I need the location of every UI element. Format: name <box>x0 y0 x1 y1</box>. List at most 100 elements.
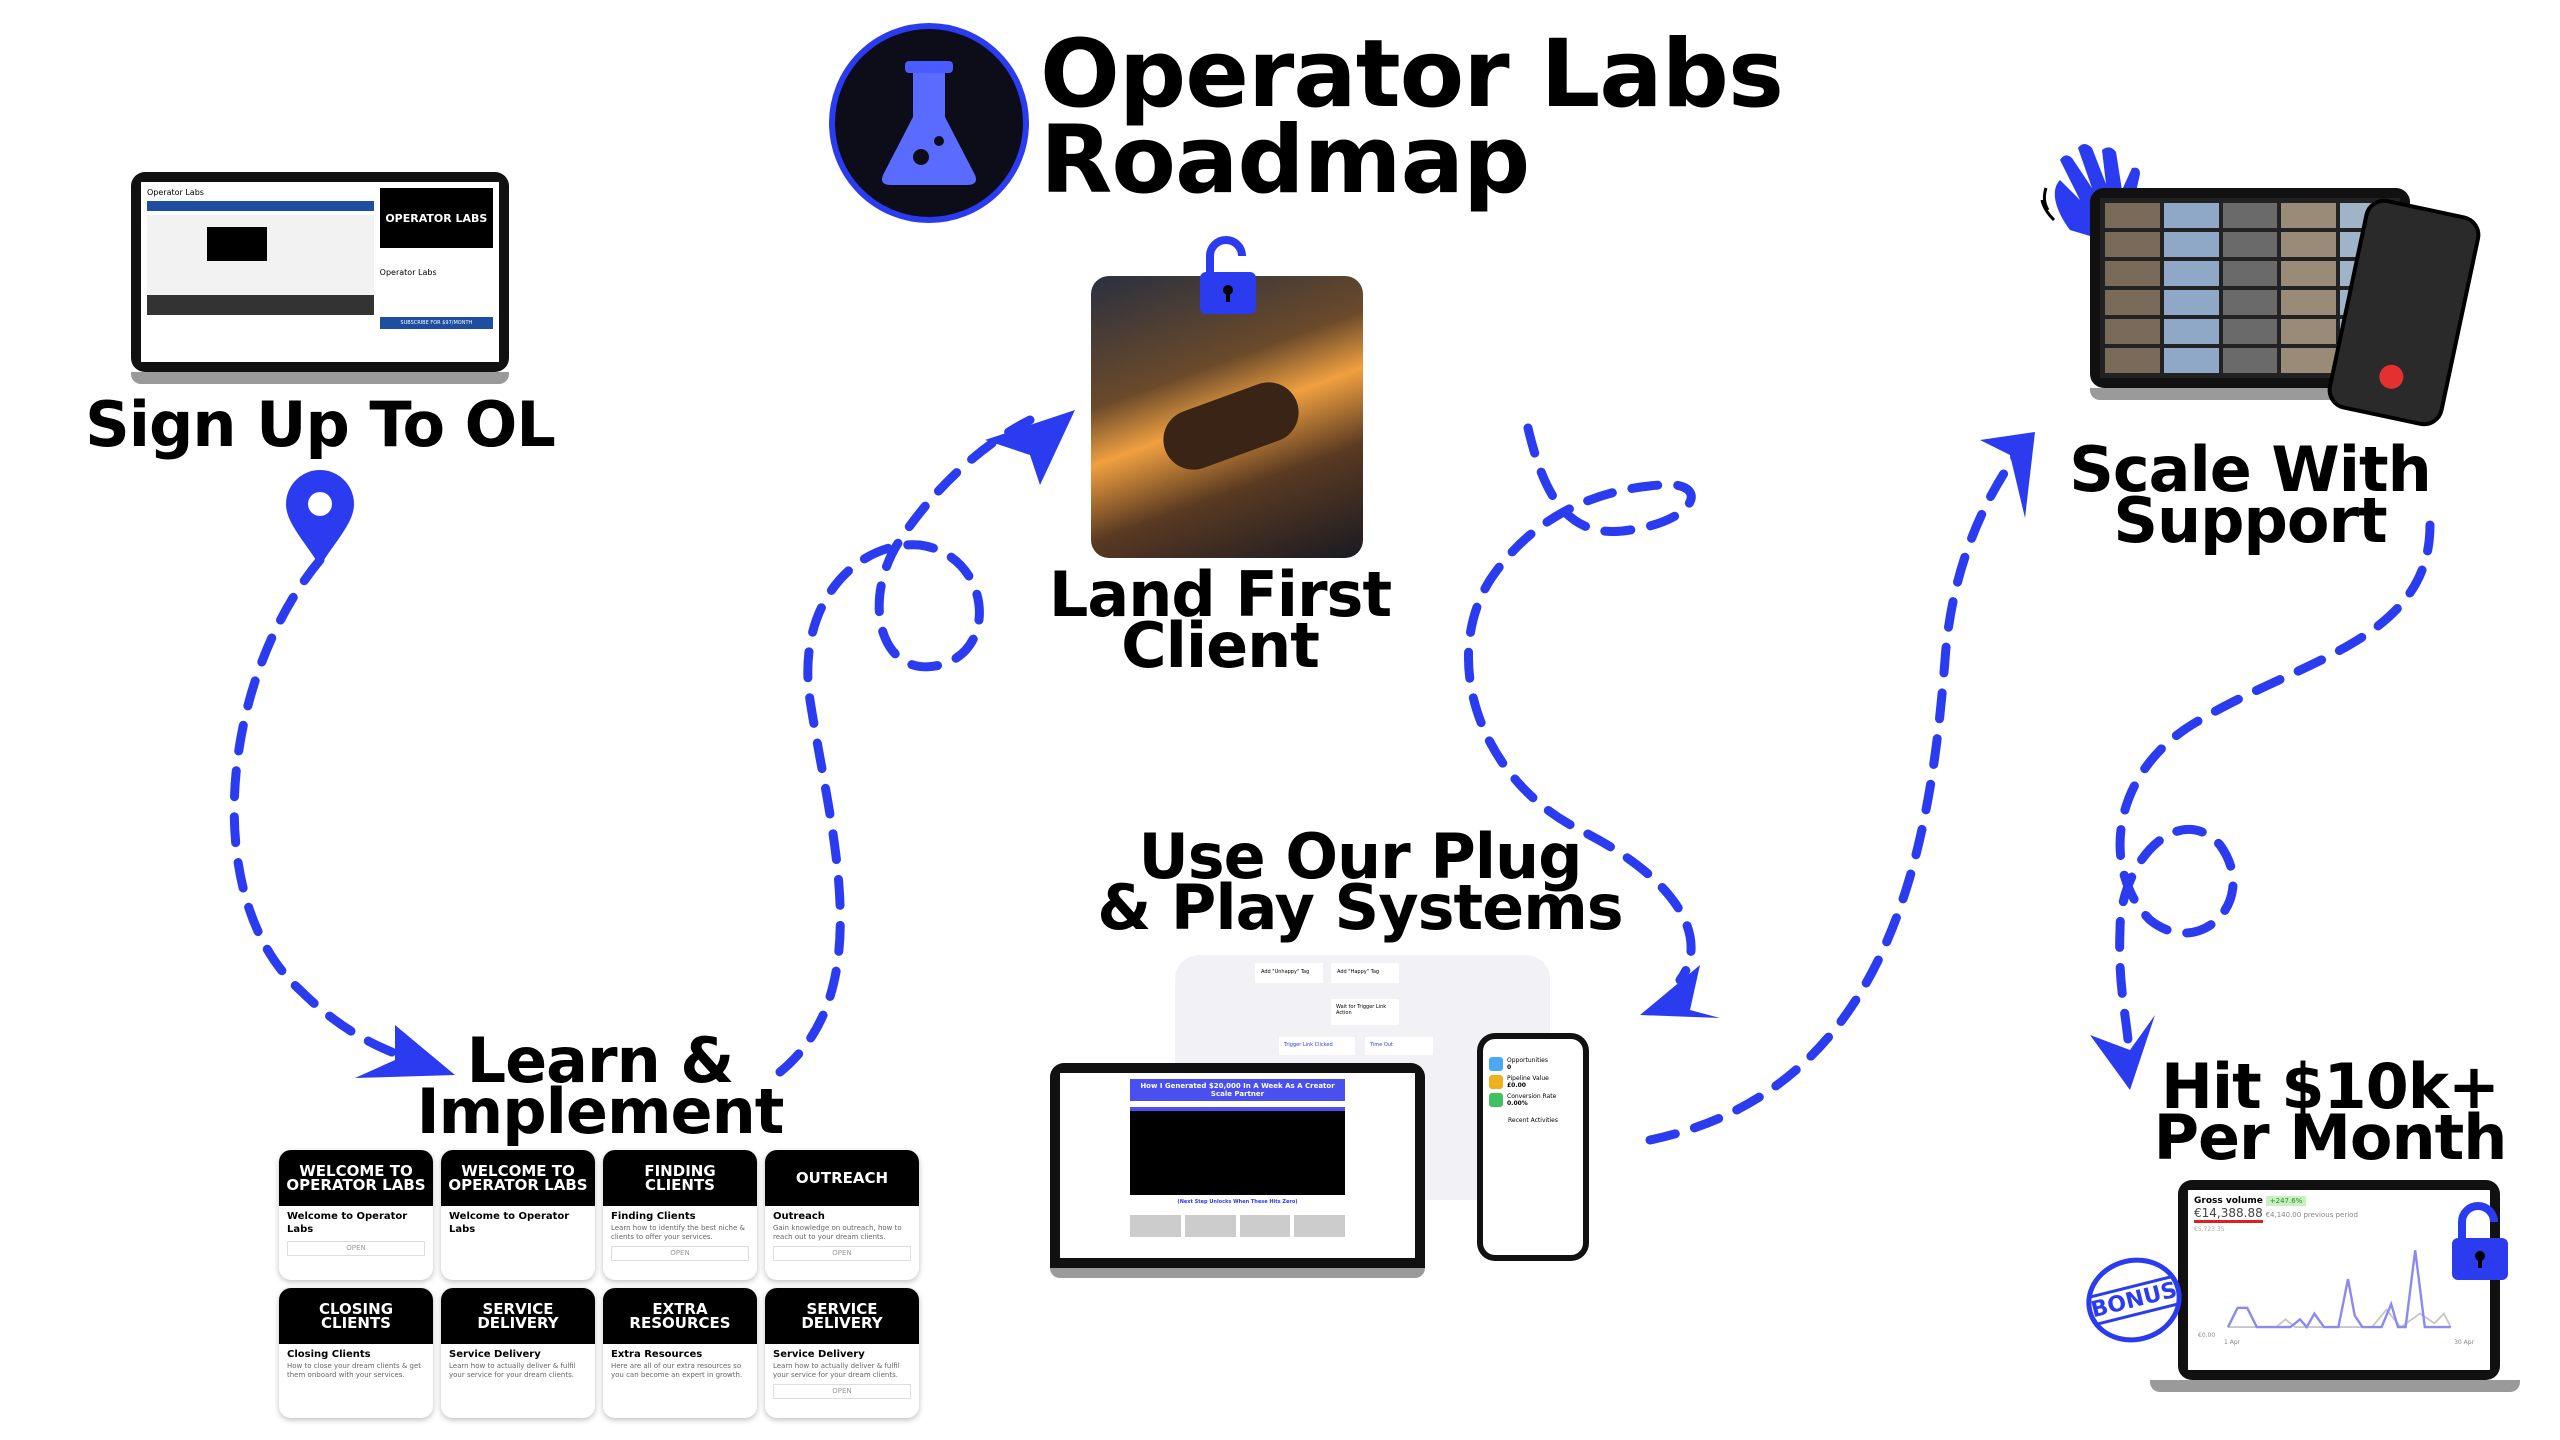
card-header: SERVICE DELIVERY <box>765 1288 919 1344</box>
arrowhead-learn <box>355 1025 455 1078</box>
participant-tile <box>2162 202 2220 229</box>
step-income-line-1: Hit $10k+ <box>2161 1050 2500 1123</box>
course-card[interactable]: WELCOME TO OPERATOR LABS Welcome to Opera… <box>441 1150 595 1280</box>
participant-tile <box>2104 347 2161 374</box>
x-end-label: 30 Apr <box>2454 1339 2474 1346</box>
step-income-label: Hit $10k+ Per Month <box>2090 1050 2560 1174</box>
participant-tile <box>2104 289 2161 316</box>
flask-icon <box>882 61 976 185</box>
path-signup-to-learn <box>229 555 425 1067</box>
step-income-line-2: Per Month <box>2153 1100 2508 1174</box>
card-header: WELCOME TO OPERATOR LABS <box>441 1150 595 1206</box>
laptop-base <box>1050 1268 1425 1278</box>
participant-tile <box>2104 260 2161 287</box>
card-title: Service Delivery <box>449 1349 541 1360</box>
card-desc: Learn how to actually deliver & fulfil y… <box>773 1362 900 1379</box>
stat-label: Pipeline Value <box>1507 1075 1549 1082</box>
laptop-base <box>131 372 509 384</box>
participant-tile <box>2280 318 2338 345</box>
brand-banner: OPERATOR LABS <box>379 188 493 248</box>
card-open-button[interactable]: OPEN <box>287 1241 425 1256</box>
workflow-node: Trigger Link Clicked <box>1279 1037 1355 1055</box>
step-systems-line-2: & Play Systems <box>1097 870 1623 944</box>
stat-value: 0.00% <box>1507 1100 1528 1107</box>
step-learn-label: Learn & Implement <box>360 1024 840 1143</box>
arrowhead-income <box>2090 1015 2155 1090</box>
signup-side-title: Operator Labs <box>379 268 437 277</box>
participant-tile <box>2280 347 2338 374</box>
workflow-node: Time Out <box>1365 1037 1433 1055</box>
card-header: SERVICE DELIVERY <box>441 1288 595 1344</box>
arrowhead-systems <box>1640 965 1720 1018</box>
workflow-node: Add "Happy" Tag <box>1331 963 1399 983</box>
title-line-1: Operator Labs <box>1040 20 1784 129</box>
card-header: WELCOME TO OPERATOR LABS <box>279 1150 433 1206</box>
card-desc: Learn how to identify the best niche & c… <box>611 1224 745 1241</box>
participant-tile <box>2280 260 2338 287</box>
card-desc: Gain knowledge on outreach, how to reach… <box>773 1224 902 1241</box>
step-learn-line-1: Learn & <box>466 1024 735 1097</box>
funnel-headline: How I Generated $20,000 In A Week As A C… <box>1130 1079 1345 1101</box>
card-open-button[interactable]: OPEN <box>773 1245 911 1261</box>
title-line-2: Roadmap <box>1040 106 1530 216</box>
participant-tile <box>2280 231 2338 258</box>
handshake-image <box>1091 276 1363 558</box>
card-desc: Learn how to actually deliver & fulfil y… <box>449 1362 576 1379</box>
path-client-to-systems <box>1464 423 1696 985</box>
card-open-button[interactable]: OPEN <box>611 1245 749 1261</box>
card-title: Closing Clients <box>287 1349 371 1360</box>
participant-tile <box>2162 318 2220 345</box>
participant-tile <box>2104 231 2161 258</box>
map-pin-icon <box>286 470 354 566</box>
step-signup-label: Sign Up To OL <box>85 388 556 461</box>
revenue-amount: €14,388.88 <box>2194 1206 2263 1223</box>
page-title: Operator Labs Roadmap <box>1040 20 1784 216</box>
growth-badge: +247.6% <box>2265 1196 2307 1206</box>
workflow-node: Add "Unhappy" Tag <box>1255 963 1323 983</box>
course-card-featured[interactable]: WELCOME TO OPERATOR LABS Welcome to Opera… <box>279 1150 433 1280</box>
end-call-button[interactable] <box>2377 362 2406 392</box>
subscribe-button[interactable]: SUBSCRIBE FOR $97/MONTH <box>379 317 493 329</box>
revenue-laptop: Gross volume +247.6% €14,388.88 €4,140.0… <box>2150 1180 2520 1392</box>
logo <box>829 23 1029 223</box>
video-player[interactable] <box>1130 1107 1345 1195</box>
card-header: FINDING CLIENTS <box>603 1150 757 1206</box>
step-scale-line-1: Scale With <box>2069 433 2432 506</box>
card-title: Welcome to Operator Labs <box>287 1211 408 1235</box>
card-title: Finding Clients <box>611 1211 696 1222</box>
participant-tile <box>2162 289 2220 316</box>
revenue-title: Gross volume <box>2194 1196 2263 1206</box>
path-systems-to-scale <box>1645 445 2025 1145</box>
card-header: CLOSING CLIENTS <box>279 1288 433 1344</box>
y-min-label: €0.00 <box>2198 1332 2216 1339</box>
bonus-stamp-text: BONUS <box>2087 1274 2181 1326</box>
step-scale-line-2: Support <box>2113 483 2387 557</box>
card-desc: Here are all of our extra resources so y… <box>611 1362 743 1379</box>
participant-tile <box>2162 231 2220 258</box>
workflow-node: Wait for Trigger Link Action <box>1331 999 1399 1025</box>
stat-label: Conversion Rate <box>1507 1093 1557 1100</box>
step-systems-line-1: Use Our Plug <box>1138 820 1582 893</box>
unlocked-padlock-icon <box>2452 1202 2508 1280</box>
card-header: EXTRA RESOURCES <box>603 1288 757 1344</box>
recent-activities-heading: Recent Activities <box>1507 1117 1558 1124</box>
step-client-label: Land First Client <box>980 558 1460 682</box>
step-client-line-1: Land First <box>1048 558 1392 631</box>
participant-tile <box>2280 202 2338 229</box>
card-open-button[interactable]: OPEN <box>773 1383 911 1399</box>
participant-tile <box>2162 347 2220 374</box>
participant-tile <box>2221 289 2279 316</box>
card-title: Welcome to Operator Labs <box>449 1211 570 1235</box>
card-title: Service Delivery <box>773 1349 865 1360</box>
step-client-line-2: Client <box>1121 608 1320 682</box>
funnel-subline: (Next Step Unlocks When These Hits Zero) <box>1177 1199 1298 1205</box>
card-desc: How to close your dream clients & get th… <box>287 1362 422 1379</box>
